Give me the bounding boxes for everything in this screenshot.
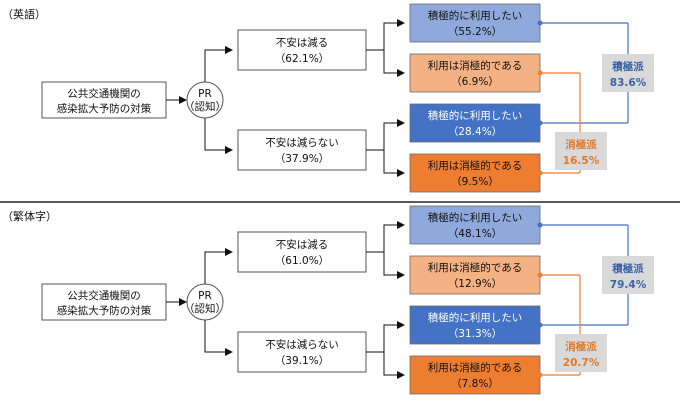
- negative-dot: [537, 372, 543, 378]
- positive-dot: [537, 120, 543, 126]
- negative-summary-value: 20.7%: [563, 357, 600, 369]
- outcome-box-3: [409, 355, 541, 395]
- negative-dot: [537, 272, 543, 278]
- negative-summary-label: 消極派: [565, 340, 597, 353]
- arrow-pr-to-mid-bottom: [204, 320, 233, 356]
- outcome-value: （48.1%）: [448, 228, 502, 240]
- mid-value: （39.1%）: [275, 355, 329, 367]
- outcome-label: 積極的に利用したい: [428, 211, 523, 224]
- mid-label: 不安は減る: [276, 36, 329, 49]
- arrow-mid-to-right-a: [366, 321, 405, 353]
- positive-dot: [537, 322, 543, 328]
- measure-label-line1: 公共交通機関の: [67, 87, 141, 100]
- positive-summary-value: 83.6%: [610, 77, 647, 89]
- outcome-value: （28.4%）: [448, 126, 502, 138]
- measure-label-line2: 感染拡大予防の対策: [57, 102, 152, 115]
- mid-value: （61.0%）: [275, 255, 329, 267]
- mid-label: 不安は減る: [276, 238, 329, 251]
- arrow-mid-to-right-b: [383, 352, 405, 379]
- mid-box-1: [237, 129, 367, 171]
- outcome-label: 利用は消極的である: [428, 261, 522, 274]
- outcome-box-0: [409, 3, 541, 43]
- outcome-box-2: [409, 103, 541, 143]
- pr-sublabel: （認知）: [184, 302, 226, 315]
- mid-box-1: [237, 331, 367, 373]
- measure-box: [41, 81, 167, 119]
- outcome-label: 利用は消極的である: [428, 59, 522, 72]
- outcome-box-0: [409, 205, 541, 245]
- arrow-mid-to-right-a: [366, 19, 405, 51]
- pr-sublabel: （認知）: [184, 100, 226, 113]
- outcome-box-1: [409, 255, 541, 295]
- mid-label: 不安は減らない: [265, 338, 339, 351]
- arrow-pr-to-mid-top: [204, 248, 233, 284]
- measure-box: [41, 283, 167, 321]
- outcome-label: 利用は消極的である: [428, 159, 522, 172]
- negative-summary-box: [555, 132, 607, 170]
- measure-label-line1: 公共交通機関の: [67, 289, 141, 302]
- negative-summary-label: 消極派: [565, 138, 597, 151]
- positive-summary-box: [602, 256, 654, 294]
- pr-label: PR: [198, 290, 212, 302]
- arrow-pr-to-mid-top: [204, 46, 233, 82]
- outcome-value: （31.3%）: [448, 328, 502, 340]
- outcome-value: （12.9%）: [448, 278, 502, 290]
- outcome-label: 積極的に利用したい: [428, 9, 523, 22]
- mid-value: （62.1%）: [275, 53, 329, 65]
- negative-summary-value: 16.5%: [563, 155, 600, 167]
- outcome-label: 積極的に利用したい: [428, 109, 523, 122]
- arrow-mid-to-right-b: [383, 50, 405, 77]
- mid-box-0: [237, 29, 367, 71]
- positive-summary-value: 79.4%: [610, 279, 647, 291]
- outcome-label: 積極的に利用したい: [428, 311, 523, 324]
- positive-summary-label: 積極派: [611, 60, 644, 73]
- section-title: （繁体字）: [2, 209, 57, 223]
- outcome-value: （6.9%）: [451, 76, 499, 88]
- outcome-value: （55.2%）: [448, 26, 502, 38]
- section-title: （英語）: [2, 7, 46, 21]
- measure-label-line2: 感染拡大予防の対策: [57, 304, 152, 317]
- negative-dot: [537, 70, 543, 76]
- arrow-pr-to-mid-bottom: [204, 118, 233, 154]
- mid-value: （37.9%）: [275, 153, 329, 165]
- outcome-label: 利用は消極的である: [428, 361, 522, 374]
- mid-box-0: [237, 231, 367, 273]
- arrow-mid-to-right-b: [383, 150, 405, 177]
- positive-summary-box: [602, 54, 654, 92]
- outcome-box-2: [409, 305, 541, 345]
- positive-dot: [537, 20, 543, 26]
- outcome-value: （9.5%）: [451, 176, 499, 188]
- outcome-box-1: [409, 53, 541, 93]
- negative-dot: [537, 170, 543, 176]
- mid-label: 不安は減らない: [265, 136, 339, 149]
- pr-label: PR: [198, 88, 212, 100]
- positive-dot: [537, 222, 543, 228]
- outcome-value: （7.8%）: [451, 378, 499, 390]
- arrow-mid-to-right-a: [366, 119, 405, 151]
- arrow-mid-to-right-a: [366, 221, 405, 253]
- arrow-mid-to-right-b: [383, 252, 405, 279]
- negative-summary-box: [555, 334, 607, 372]
- positive-summary-label: 積極派: [611, 262, 644, 275]
